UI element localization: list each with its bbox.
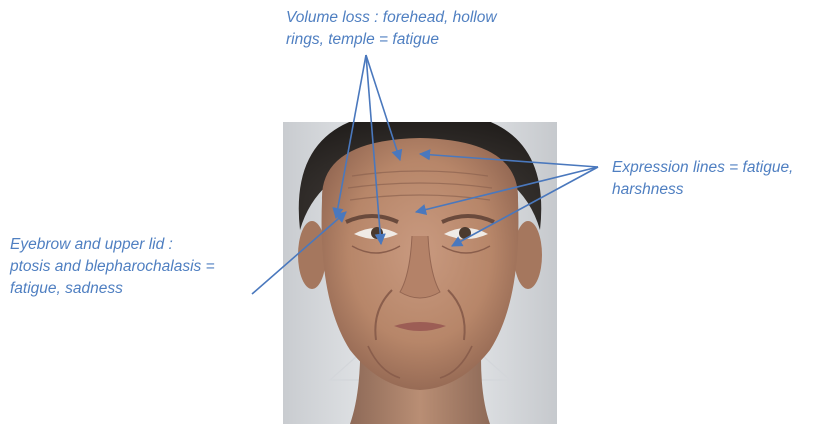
arrow-volume-under-eye [366,55,381,244]
eyebrow-lid-line-3: fatigue, sadness [10,278,215,300]
expression-lines-line-1: Expression lines = fatigue, [612,157,793,179]
eyebrow-lid-line-2: ptosis and blepharochalasis = [10,256,215,278]
arrow-expression-glabella [416,167,598,212]
arrow-volume-temple [336,55,366,218]
arrow-expression-crows-feet [452,167,598,246]
arrow-volume-forehead [366,55,400,160]
volume-loss-line-2: rings, temple = fatigue [286,29,497,51]
arrow-eyebrow-lid [252,212,346,294]
eyebrow-lid-line-1: Eyebrow and upper lid : [10,234,215,256]
expression-lines-line-2: harshness [612,179,793,201]
arrow-expression-forehead [420,154,598,167]
eyebrow-lid-annotation: Eyebrow and upper lid : ptosis and bleph… [10,234,215,300]
volume-loss-annotation: Volume loss : forehead, hollow rings, te… [286,7,497,51]
volume-loss-line-1: Volume loss : forehead, hollow [286,7,497,29]
expression-lines-annotation: Expression lines = fatigue, harshness [612,157,793,201]
